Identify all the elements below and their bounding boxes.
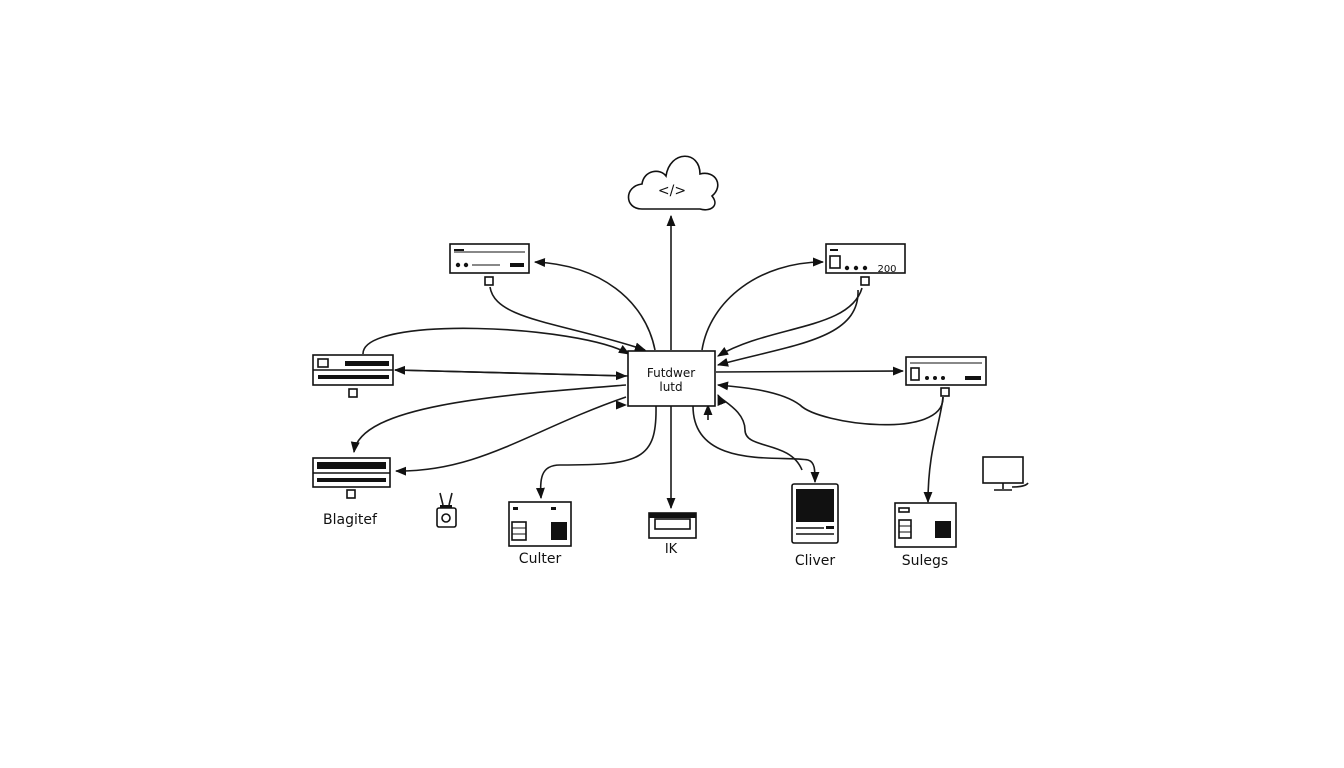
monitor-node[interactable] [982,456,1029,491]
cloud-glyph: </> [658,183,686,199]
connections [350,214,944,510]
monitor-icon [982,456,1024,484]
router-icon [449,243,530,274]
server-left[interactable] [312,354,394,398]
server-bottom-left[interactable]: Blagitef [312,457,391,528]
sulegs-label: Sulegs [902,553,948,569]
lock-node[interactable] [436,492,457,528]
cloud-icon [627,155,719,211]
edge-hub-server-right [715,366,905,376]
edge-router-top-right-hub-b [716,289,859,367]
hub-node[interactable]: Futdwer lutd [627,350,716,407]
edge-server-left-hub-2 [393,365,630,377]
edge-router-top-left-hub [489,286,647,352]
edge-router-top-right-hub-a [717,287,863,357]
hub-label-line1: Futdwer [647,366,695,380]
sulegs-node[interactable]: Sulegs [894,502,957,569]
edge-hub-server-bottom-left-a [350,384,627,454]
router-readout: 200 [877,264,896,275]
edge-hub-culter [535,405,657,500]
cliver-node[interactable]: Cliver [791,483,839,569]
cliver-label: Cliver [795,553,835,569]
edge-cliver-hub [717,393,803,471]
router-top-left[interactable] [449,243,530,286]
edge-server-right-sulegs [923,396,944,504]
lock-icon [439,492,453,506]
router-top-right[interactable]: 200 [825,243,906,286]
edge-hub-cliver [692,405,820,484]
edge-hub-server-bottom-left-b [394,396,627,476]
ik-node[interactable]: IK [648,512,697,557]
culter-label: Culter [519,551,562,567]
ik-label: IK [665,542,678,557]
edge-hub-router-top-right [701,257,825,351]
culter-node[interactable]: Culter [508,501,572,567]
server-right[interactable] [905,356,987,397]
edge-server-left-hub [362,327,630,355]
edge-hub-router-top-left [533,257,656,351]
edge-server-right-hub [716,381,944,426]
hub-box [627,350,716,407]
server-bottom-left-label: Blagitef [323,512,378,528]
hub-label-line2: lutd [659,380,682,394]
cloud-node[interactable]: </> [627,155,719,211]
